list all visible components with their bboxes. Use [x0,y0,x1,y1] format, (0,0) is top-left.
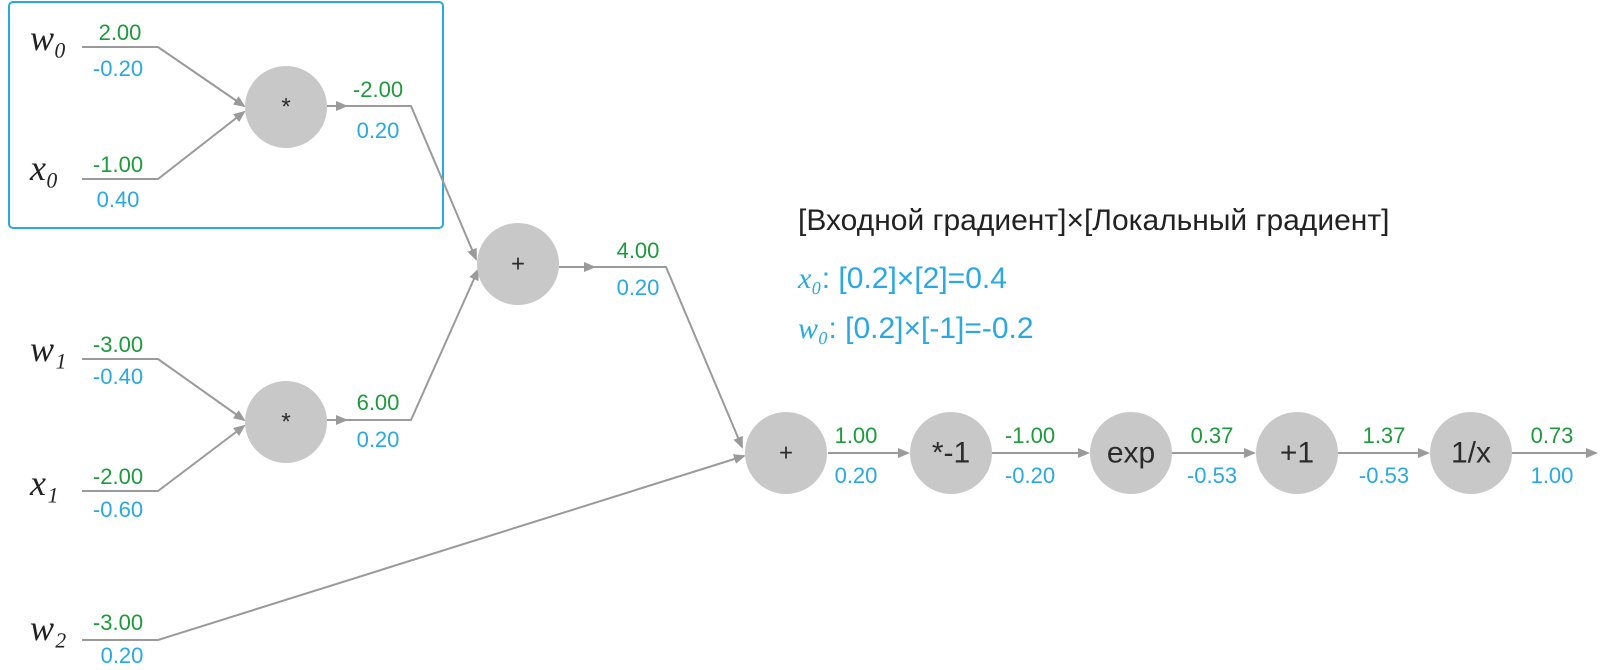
wire-add0-add1 [594,266,743,449]
x1-value: -2.00 [93,464,143,489]
node-add0-op: + [511,251,525,278]
add0-value: 4.00 [617,238,660,263]
wire-w2-add1 [82,454,746,641]
node-mul1-circle [245,381,327,463]
node-neg: *-1 [910,412,992,494]
annotation-x0-expr: : [0.2]×[2]=0.4 [822,262,1007,295]
node-plus1-op: +1 [1280,437,1314,470]
node-recip-circle [1430,412,1512,494]
add1-grad: 0.20 [835,463,878,488]
annotation-line-w0: w₀: [0.2]×[-1]=-0.2 [798,312,1034,345]
node-add1-circle [745,412,827,494]
annotation-w0-var: w₀ [798,312,828,345]
var-x0-label: x₀ [29,148,59,188]
node-plus1-circle [1256,412,1338,494]
node-mul0-op: * [281,94,290,121]
node-exp: exp [1090,412,1172,494]
wire-w0-mul0 [82,46,246,108]
plus1-grad: -0.53 [1359,463,1409,488]
w2-grad: 0.20 [101,643,144,668]
node-mul1-op: * [281,409,290,436]
node-plus1: +1 [1256,412,1338,494]
w0-grad: -0.20 [93,56,143,81]
recip-value: 0.73 [1531,423,1574,448]
x1-grad: -0.60 [93,497,143,522]
wires [82,46,1598,641]
node-mul0: * [245,66,327,148]
node-neg-op: *-1 [932,437,970,470]
node-neg-circle [910,412,992,494]
node-exp-op: exp [1107,437,1155,470]
wire-x1-mul1 [82,424,246,492]
node-add1-op: + [779,440,793,467]
annotation-w0-expr: : [0.2]×[-1]=-0.2 [828,312,1033,345]
annotation-line-x0: x₀: [0.2]×[2]=0.4 [797,262,1007,295]
neg-grad: -0.20 [1005,463,1055,488]
wire-x0-mul0 [82,110,246,180]
wire-mul1-add0 [346,268,479,421]
mul1-value: 6.00 [357,390,400,415]
add1-value: 1.00 [835,423,878,448]
mul0-value: -2.00 [353,77,403,102]
w0-value: 2.00 [99,20,142,45]
highlight-box [8,1,444,229]
w1-grad: -0.40 [93,364,143,389]
wire-w1-mul1 [82,358,246,422]
node-add1: + [745,412,827,494]
annotation: [Входной градиент]×[Локальный градиент] … [797,204,1389,345]
var-w0-label: w₀ [30,18,67,58]
plus1-value: 1.37 [1363,423,1406,448]
node-mul1: * [245,381,327,463]
x0-value: -1.00 [93,152,143,177]
neg-value: -1.00 [1005,423,1055,448]
annotation-x0-var: x₀ [797,262,822,295]
node-mul0-circle [245,66,327,148]
var-w2-label: w₂ [30,608,67,648]
mul0-grad: 0.20 [357,118,400,143]
wire-mul0-add0-out [346,105,477,261]
node-add0-circle [477,223,559,305]
node-recip: 1/x [1430,412,1512,494]
add0-grad: 0.20 [617,275,660,300]
node-exp-circle [1090,412,1172,494]
node-add0: + [477,223,559,305]
annotation-title: [Входной градиент]×[Локальный градиент] [798,204,1389,237]
exp-value: 0.37 [1191,423,1234,448]
exp-grad: -0.53 [1187,463,1237,488]
mul1-grad: 0.20 [357,427,400,452]
var-x1-label: x₁ [29,463,59,503]
node-recip-op: 1/x [1451,437,1491,470]
recip-grad: 1.00 [1531,463,1574,488]
w2-value: -3.00 [93,610,143,635]
x0-grad: 0.40 [97,187,140,212]
w1-value: -3.00 [93,332,143,357]
var-w1-label: w₁ [30,329,67,369]
